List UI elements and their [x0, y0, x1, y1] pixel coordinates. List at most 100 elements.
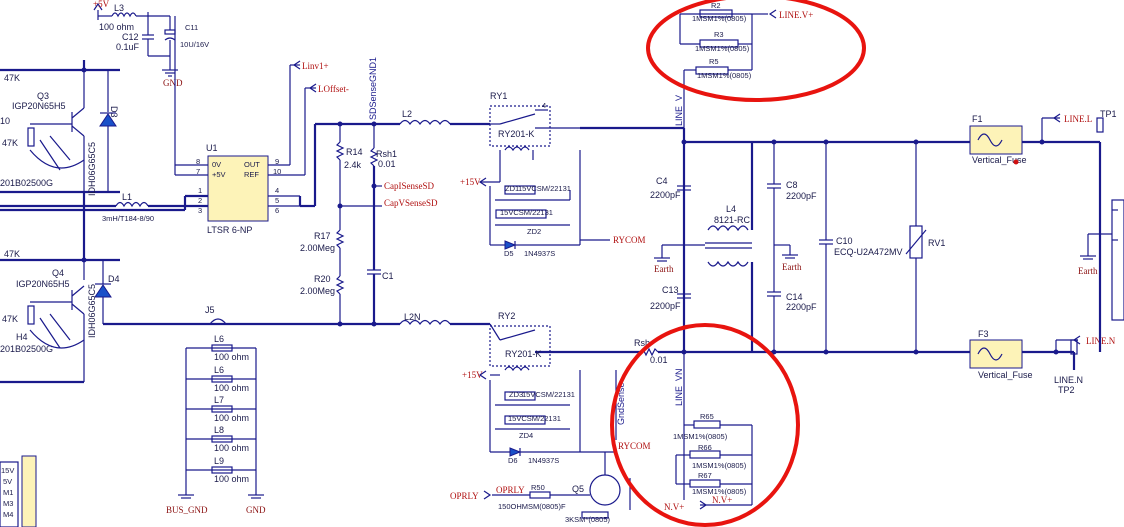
net-earth-c: Earth [1078, 266, 1098, 276]
q4-block: 47K Q4 IGP20N65H5 47K H4 201B02500G D4 I… [0, 60, 300, 384]
power-filter: +5V L3 100 ohm C12 0.1uF C11 10U/16V GND [93, 0, 209, 88]
net-loffset: LOffset- [318, 84, 349, 94]
ry2-relay: RY2 RY201-K +15V ZD3 15VCSM/22131 15VCSM… [462, 311, 651, 465]
highlight-ring-line-v [646, 0, 866, 102]
zd1-ref: ZD1 [505, 184, 519, 193]
u1-pin-3: 3 [198, 206, 202, 215]
d4-part: IDH06G65C5 [87, 284, 97, 338]
c10-ref: C10 [836, 236, 853, 246]
q4-ref: Q4 [52, 268, 64, 278]
q5-driver: OPRLY OPRLY R50 150OHMSM(0805)F Q5 3KSM*… [450, 452, 631, 524]
c11-value: 10U/16V [180, 40, 209, 49]
u1-pin-1: 1 [198, 186, 202, 195]
q5-r-value: 3KSM*(0805) [565, 515, 611, 524]
r2-ref: R2 [711, 1, 721, 10]
l2-ref: L2 [402, 109, 412, 119]
line-v-bus: LINE_V LINE_VN [674, 70, 687, 500]
tp2-ref: TP2 [1058, 385, 1075, 395]
r47k-b: 47K [2, 138, 18, 148]
top-divider: R5 1MSM1%(0805) R2 1MSM1%(0805) R3 1MSM1… [679, 1, 813, 80]
l7-value: 100 ohm [214, 413, 249, 423]
net-line-vp: LINE.V+ [779, 10, 813, 20]
q3-block: 47K Q3 IGP20N65H5 10 47K 201B02500G D3 I… [0, 67, 120, 196]
c4-ref: C4 [656, 176, 668, 186]
l9-ref: L9 [214, 456, 224, 466]
u1-pin-2: 2 [198, 196, 202, 205]
l4-ref: L4 [726, 204, 736, 214]
net-p15v-a: +15V [460, 177, 481, 187]
net-gnd: GND [163, 78, 183, 88]
d4-ref: D4 [108, 274, 120, 284]
net-bus-gnd: BUS_GND [166, 505, 208, 515]
h4-ref: H4 [16, 332, 28, 342]
conn-pin-m3: M3 [3, 499, 13, 508]
l6-ref: L6 [214, 334, 224, 344]
c1-ref: C1 [382, 271, 394, 281]
r67-value: 1MSM1%(0805) [692, 487, 747, 496]
j5-ferrites: J5 L6 100 ohm L6 100 ohm L7 100 ohm L8 1… [166, 305, 266, 515]
c12-ref: C12 [122, 32, 139, 42]
conn-pin-5v: 5V [3, 477, 12, 486]
net-line-n-lbl: LINE.N [1054, 375, 1083, 385]
u1-pin-0v: 0V [212, 160, 221, 169]
net-p5v: +5V [93, 0, 110, 9]
r65-value: 1MSM1%(0805) [673, 432, 728, 441]
ry2-ref: RY2 [498, 311, 515, 321]
r47k-a: 47K [4, 73, 20, 83]
r14-ref: R14 [346, 147, 363, 157]
l3-value: 100 ohm [99, 22, 134, 32]
u1-pin-7: 7 [196, 167, 200, 176]
h3-part: 201B02500G [0, 178, 53, 188]
u1-pin-6: 6 [275, 206, 279, 215]
u1-body [207, 155, 269, 222]
r5-ref: R5 [709, 57, 719, 66]
c12-value: 0.1uF [116, 42, 140, 52]
rsh1-value: 0.01 [378, 159, 396, 169]
net-sdsense: SDSenseGND1 [368, 57, 378, 120]
zd3-part: 15VCSM/22131 [522, 390, 575, 399]
l1-inductor: L1 3mH/T184-8/90 [0, 192, 180, 223]
d3-ref: D3 [109, 106, 119, 118]
conn-pin-15v: 15V [1, 466, 14, 475]
l3-ref: L3 [114, 3, 124, 13]
j5-ref: J5 [205, 305, 215, 315]
ry1-ref: RY1 [490, 91, 507, 101]
c13-ref: C13 [662, 285, 679, 295]
u1-pin-out: OUT [244, 160, 260, 169]
net-rycom-a: RYCOM [613, 235, 646, 245]
r50-value: 150OHMSM(0805)F [498, 502, 566, 511]
u1-pin-ref: REF [244, 170, 259, 179]
u1-pin-5v: +5V [212, 170, 226, 179]
net-line-vn: LINE_VN [674, 368, 684, 406]
net-gnd2: GND [246, 505, 266, 515]
rv1-ref: RV1 [928, 238, 945, 248]
fuses: F1 Vertical_Fuse LINE.L F3 Vertical_Fuse… [969, 113, 1116, 380]
r5-value: 1MSM1%(0805) [697, 71, 752, 80]
sense-network: SDSenseGND1 R14 2.4k Rsh1 0.01 CapISense… [300, 57, 438, 327]
net-nv2: N.V+ [712, 495, 732, 505]
net-line-v: LINE_V [674, 95, 684, 126]
right-terminals: TP1 LINE.N TP2 Earth [1054, 109, 1124, 395]
zd2-part: 15VCSM/22131 [500, 208, 553, 217]
d5-ref: D5 [504, 249, 514, 258]
x-caps: C8 2200pF C14 2200pF Earth C10 ECQ-U2A47… [767, 142, 945, 352]
c10-part: ECQ-U2A472MV [834, 247, 903, 257]
d6-ref: D6 [508, 456, 518, 465]
u1-ref: U1 [206, 143, 218, 153]
l4-choke: L4 8121-RC [705, 142, 754, 352]
l9-value: 100 ohm [214, 474, 249, 484]
ry1-pin: 4 [542, 101, 546, 110]
q5-ref: Q5 [572, 484, 584, 494]
h4-part: 201B02500G [0, 344, 53, 354]
l8-value: 100 ohm [214, 443, 249, 453]
r14-value: 2.4k [344, 160, 362, 170]
c8-value: 2200pF [786, 191, 817, 201]
d5-part: 1N4937S [524, 249, 555, 258]
u1-pin-8: 8 [196, 157, 200, 166]
y-caps-left: C4 2200pF C13 2200pF Earth [650, 142, 705, 311]
r3-value: 1MSM1%(0805) [695, 44, 750, 53]
net-earth-b: Earth [782, 262, 802, 272]
conn-pin-m4: M4 [3, 510, 13, 519]
l2n-ref: L2N [404, 312, 421, 322]
